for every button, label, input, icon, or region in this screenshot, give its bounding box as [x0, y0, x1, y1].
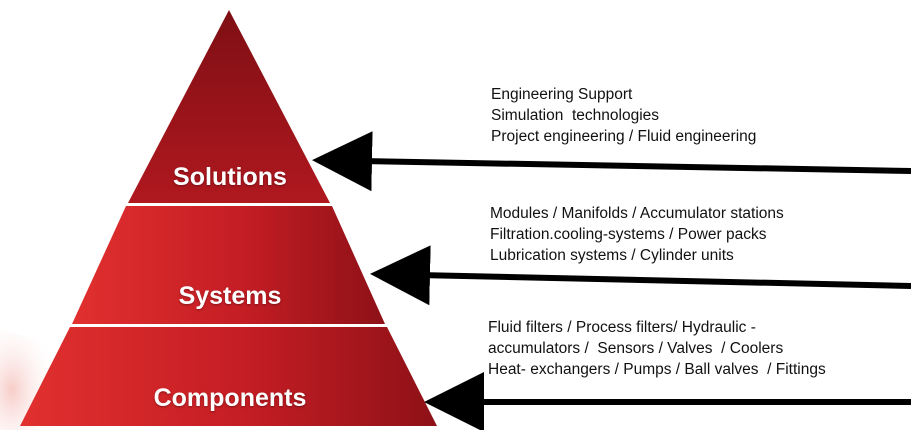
description-line: Lubrication systems / Cylinder units — [490, 247, 734, 264]
systems-description: Modules / Manifolds / Accumulator statio… — [490, 203, 784, 266]
description-line: Engineering Support — [491, 86, 633, 103]
description-line: accumulators / Sensors / Valves / Cooler… — [488, 340, 784, 357]
tier-systems-shape — [72, 206, 385, 324]
description-line: Simulation technologies — [491, 107, 660, 124]
tier-label-components: Components — [153, 384, 307, 412]
description-line: Heat- exchangers / Pumps / Ball valves /… — [488, 361, 826, 378]
components-description: Fluid filters / Process filters/ Hydraul… — [488, 317, 826, 380]
description-line: Modules / Manifolds / Accumulator statio… — [490, 205, 784, 222]
tier-solutions-shape — [128, 10, 330, 203]
solutions-description: Engineering Support Simulation technolog… — [491, 84, 756, 147]
description-line: Filtration.cooling-systems / Power packs — [490, 226, 767, 243]
description-line: Project engineering / Fluid engineering — [491, 128, 757, 145]
tier-label-solutions: Solutions — [173, 163, 287, 191]
tier-label-systems: Systems — [178, 282, 282, 310]
description-line: Fluid filters / Process filters/ Hydraul… — [488, 319, 756, 336]
tier-components-shape — [20, 327, 437, 426]
arrow-solutions — [312, 131, 911, 192]
arrow-systems — [370, 245, 911, 306]
